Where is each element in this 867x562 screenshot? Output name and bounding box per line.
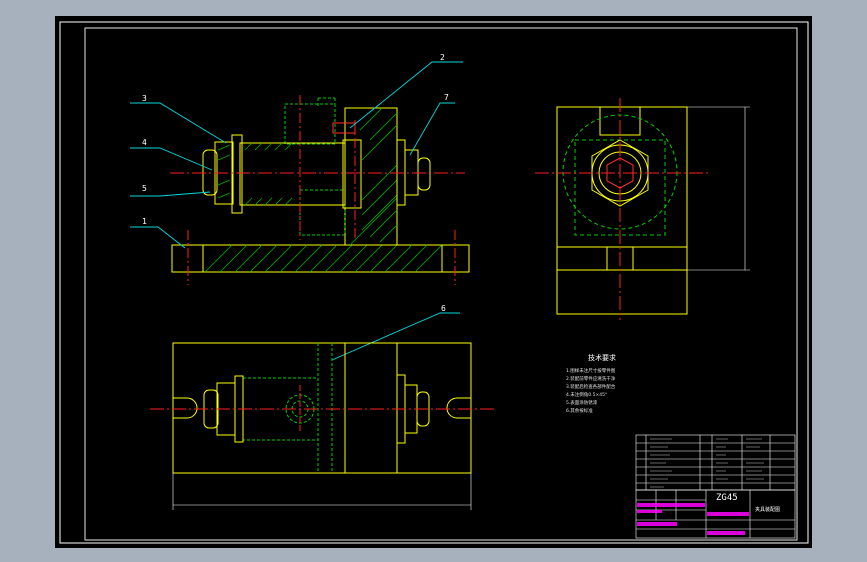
part-leaders	[130, 61, 463, 361]
left-washer	[231, 134, 243, 214]
part-label-5: 5	[142, 184, 147, 193]
outer-border	[59, 21, 809, 544]
shaft-hatch	[244, 142, 293, 206]
right-bolt-end	[417, 157, 431, 191]
base-hatch	[204, 244, 443, 273]
base-plate	[171, 244, 470, 273]
tech-req-line-2: 2.装配前零件应清洗干净	[566, 375, 616, 382]
parts-list-table[interactable]	[635, 434, 796, 491]
inner-border	[84, 27, 798, 541]
part-label-3: 3	[142, 94, 147, 103]
side-hex-nut	[591, 139, 649, 207]
title-block-material: ZG45	[716, 493, 738, 503]
title-block-drawing-name: 夹具装配图	[755, 506, 780, 513]
title-block[interactable]	[635, 489, 796, 539]
flange-plate	[342, 139, 362, 209]
side-base	[556, 246, 688, 315]
shaft	[239, 142, 346, 206]
side-top-slot	[599, 107, 641, 136]
tech-req-line-4: 4.未注倒角0.5×45°	[566, 391, 607, 398]
parts-list-cell-marks	[650, 438, 764, 488]
top-slot-right	[446, 397, 471, 419]
top-view[interactable]	[150, 342, 495, 510]
left-nut-hatch	[217, 144, 231, 199]
left-bolt-end	[202, 149, 218, 196]
top-slot-left	[173, 397, 198, 419]
part-label-7: 7	[444, 93, 449, 102]
sheet-background	[55, 16, 812, 548]
part-label-6: 6	[441, 304, 446, 313]
part-number-labels: 1 2 3 4 5 6 7	[142, 53, 449, 313]
part-label-2: 2	[440, 53, 445, 62]
title-block-magenta	[637, 503, 749, 535]
side-view[interactable]	[535, 98, 750, 320]
technical-requirements: 技术要求 1.图样未注尺寸按零件图 2.装配前零件应清洗干净 3.装配后检查各部…	[566, 353, 616, 414]
part-label-1: 1	[142, 217, 147, 226]
tech-req-line-3: 3.装配后检查各部件配合	[566, 383, 616, 390]
tech-req-title: 技术要求	[588, 353, 616, 362]
front-section-view[interactable]	[170, 95, 470, 285]
tech-req-line-6: 6.其余按标准	[566, 407, 593, 414]
top-outline	[172, 342, 472, 474]
tech-req-line-5: 5.表面涂防锈漆	[566, 399, 598, 406]
part-label-4: 4	[142, 138, 147, 147]
tech-req-line-1: 1.图样未注尺寸按零件图	[566, 367, 616, 374]
upright-hatch	[349, 107, 398, 246]
